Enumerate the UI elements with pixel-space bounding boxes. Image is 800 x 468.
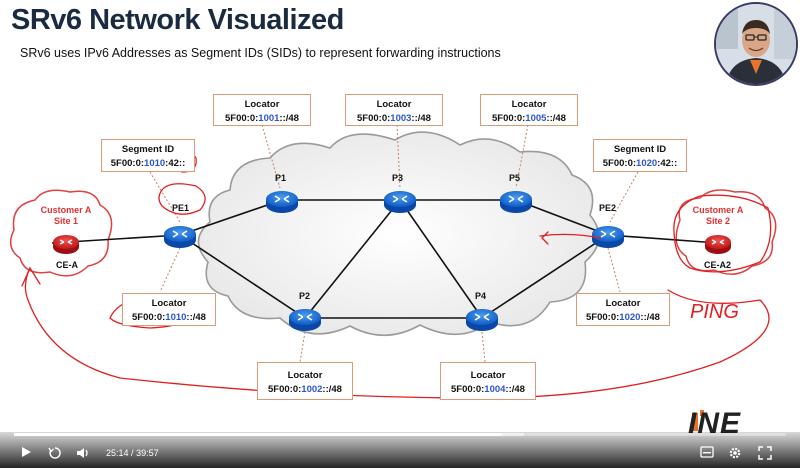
link-pe1-p2 (179, 234, 306, 319)
settings-icon[interactable] (728, 446, 742, 463)
router-label-pe1: PE1 (172, 203, 190, 213)
router-label-p5: P5 (509, 173, 521, 183)
router-pe2 (592, 226, 624, 248)
locator-label: Locator (605, 298, 641, 309)
player-controls (0, 432, 800, 468)
router-p1 (266, 191, 298, 213)
router-label-pe2: PE2 (599, 203, 617, 213)
locator-label: Locator (511, 99, 547, 110)
progress-played (14, 433, 502, 436)
router-label-p1: P1 (275, 173, 287, 183)
annotation-ping-text: PING (690, 301, 739, 323)
link-pe1-p1 (179, 199, 283, 236)
customer-site2-label: Customer A Site 2 (692, 205, 744, 226)
customer-site1-label: Customer A Site 1 (40, 205, 92, 226)
router-label-p2: P2 (299, 291, 311, 301)
router-p2 (289, 309, 321, 331)
segment-id-label: Segment ID (121, 144, 175, 155)
locator-label: Locator (151, 298, 187, 309)
network-links (51, 199, 719, 319)
ine-logo-icon (692, 410, 704, 431)
slide-title: SRv6 Network Visualized (11, 4, 344, 36)
time-display: 25:14 / 39:57 (106, 448, 159, 458)
locator-box-p1: Locator 5F00:0:1001::/48 (213, 94, 311, 126)
router-p3 (384, 191, 416, 213)
link-pe2-cea2 (607, 234, 719, 244)
rewind-10-icon[interactable] (48, 446, 62, 463)
locator-box-p3: Locator 5F00:0:1003::/48 (345, 94, 443, 126)
locator-box-p4: Locator 5F00:0:1004::/48 (440, 362, 536, 400)
provider-cloud (197, 131, 600, 336)
volume-icon[interactable] (76, 446, 90, 463)
locator-label: Locator (244, 99, 280, 110)
subtitles-icon[interactable] (700, 446, 714, 461)
customer-site2-cloud (675, 189, 777, 275)
progress-bar[interactable] (14, 433, 786, 436)
link-p4-pe2 (481, 234, 609, 319)
router-label-p4: P4 (475, 291, 487, 301)
router-p5 (500, 191, 532, 213)
play-icon[interactable] (20, 446, 32, 461)
link-p3-p2 (304, 199, 401, 319)
locator-box-p5: Locator 5F00:0:1005::/48 (480, 94, 578, 126)
annotation-arrow-pe2 (539, 231, 601, 245)
locator-box-p2: Locator 5F00:0:1002::/48 (257, 362, 353, 400)
annotation-circle-pe1 (158, 183, 206, 215)
segment-id-label: Segment ID (613, 144, 667, 155)
link-p3-p4 (399, 199, 483, 319)
segment-id-box-pe2: Segment ID 5F00:0:1020:42:: (593, 139, 687, 172)
slide-subtitle: SRv6 uses IPv6 Addresses as Segment IDs … (20, 46, 501, 60)
locator-label: Locator (287, 370, 323, 381)
duration: 39:57 (136, 448, 159, 458)
current-time: 25:14 (106, 448, 129, 458)
callout-lines (149, 124, 639, 363)
router-label-ce-a: CE-A (56, 260, 78, 270)
fullscreen-icon[interactable] (758, 446, 772, 463)
locator-box-pe1: Locator 5F00:0:1010::/48 (122, 293, 216, 326)
router-pe1 (164, 226, 196, 248)
annotation-circle-site2 (673, 194, 772, 273)
router-ce-a2 (705, 235, 731, 254)
router-ce-a (53, 235, 79, 254)
router-p4 (466, 309, 498, 331)
locator-label: Locator (470, 370, 506, 381)
router-label-p3: P3 (392, 173, 404, 183)
locator-label: Locator (376, 99, 412, 110)
annotation-ping-arrowhead (21, 266, 41, 287)
segment-id-box-pe1: Segment ID 5F00:0:1010:42:: (101, 139, 195, 172)
locator-box-pe2: Locator 5F00:0:1020::/48 (576, 293, 670, 326)
router-label-ce-a2: CE-A2 (704, 260, 732, 270)
